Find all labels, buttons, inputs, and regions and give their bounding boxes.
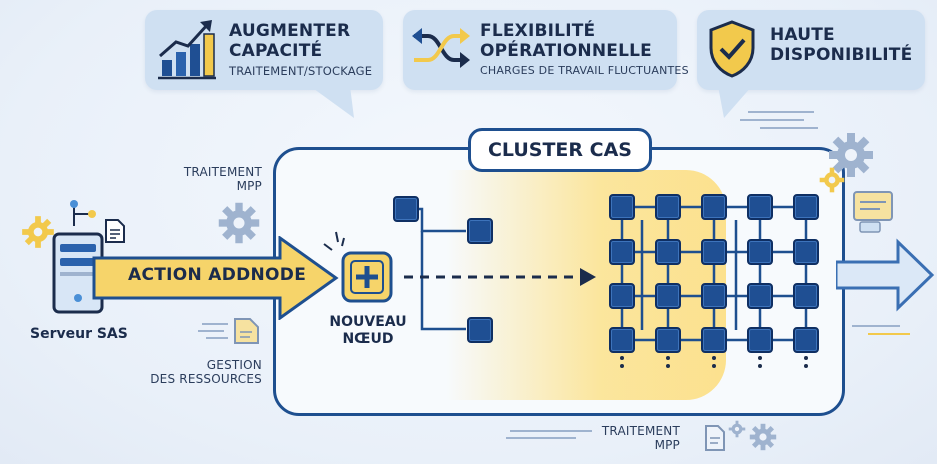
cluster-node bbox=[701, 283, 727, 309]
cluster-node bbox=[747, 239, 773, 265]
cluster-node bbox=[747, 327, 773, 353]
shield-check-icon bbox=[709, 20, 755, 78]
document-icon bbox=[105, 219, 125, 243]
gear-icon bbox=[22, 216, 54, 248]
cluster-node bbox=[701, 327, 727, 353]
cluster-node bbox=[747, 283, 773, 309]
callout-flexibility bbox=[403, 10, 677, 90]
shuffle-arrows-icon bbox=[412, 28, 470, 68]
callout-tail bbox=[310, 86, 354, 118]
speed-lines bbox=[740, 111, 818, 129]
dashed-arrow bbox=[404, 268, 596, 286]
new-node-plus-icon bbox=[341, 251, 393, 303]
cluster-node bbox=[793, 283, 819, 309]
network-icon bbox=[70, 200, 96, 226]
dashboard-window-icon bbox=[853, 191, 893, 233]
speed-lines bbox=[198, 323, 228, 339]
cluster-node bbox=[609, 239, 635, 265]
callout-flexibility-subtitle: CHARGES DE TRAVAIL FLUCTUANTES bbox=[480, 64, 689, 77]
bar-chart-growth-icon bbox=[158, 20, 216, 80]
cluster-node bbox=[609, 327, 635, 353]
cluster-node bbox=[793, 194, 819, 220]
gear-icon bbox=[829, 133, 873, 177]
cluster-node bbox=[701, 239, 727, 265]
gear-icon bbox=[218, 202, 260, 244]
cluster-node bbox=[467, 218, 493, 244]
callout-tail bbox=[718, 86, 752, 118]
speed-lines bbox=[506, 430, 592, 439]
cluster-node bbox=[655, 194, 681, 220]
output-arrow bbox=[836, 238, 935, 312]
callout-capacity-subtitle: TRAITEMENT/STOCKAGE bbox=[229, 64, 373, 78]
callout-capacity bbox=[145, 10, 383, 90]
cluster-title: CLUSTER CAS bbox=[468, 128, 652, 172]
server-icon bbox=[52, 232, 104, 314]
cluster-node bbox=[467, 317, 493, 343]
cluster-node bbox=[701, 194, 727, 220]
sparkle-lines bbox=[323, 231, 345, 251]
gear-icon bbox=[819, 167, 845, 193]
cluster-node bbox=[793, 327, 819, 353]
cluster-node bbox=[609, 283, 635, 309]
cluster-node bbox=[793, 239, 819, 265]
document-icon bbox=[705, 425, 725, 451]
server-label: Serveur SAS bbox=[30, 326, 128, 342]
cluster-node bbox=[655, 239, 681, 265]
cluster-node bbox=[609, 194, 635, 220]
addnode-action-label: ACTION ADDNODE bbox=[128, 265, 307, 285]
speed-lines bbox=[852, 325, 910, 335]
gear-icon bbox=[749, 423, 777, 451]
cluster-node bbox=[655, 283, 681, 309]
addnode-arrow bbox=[92, 236, 339, 320]
gear-icon bbox=[728, 420, 746, 438]
cluster-node bbox=[747, 194, 773, 220]
resource-document-icon bbox=[234, 318, 259, 344]
cluster-node bbox=[393, 196, 419, 222]
cluster-node bbox=[655, 327, 681, 353]
